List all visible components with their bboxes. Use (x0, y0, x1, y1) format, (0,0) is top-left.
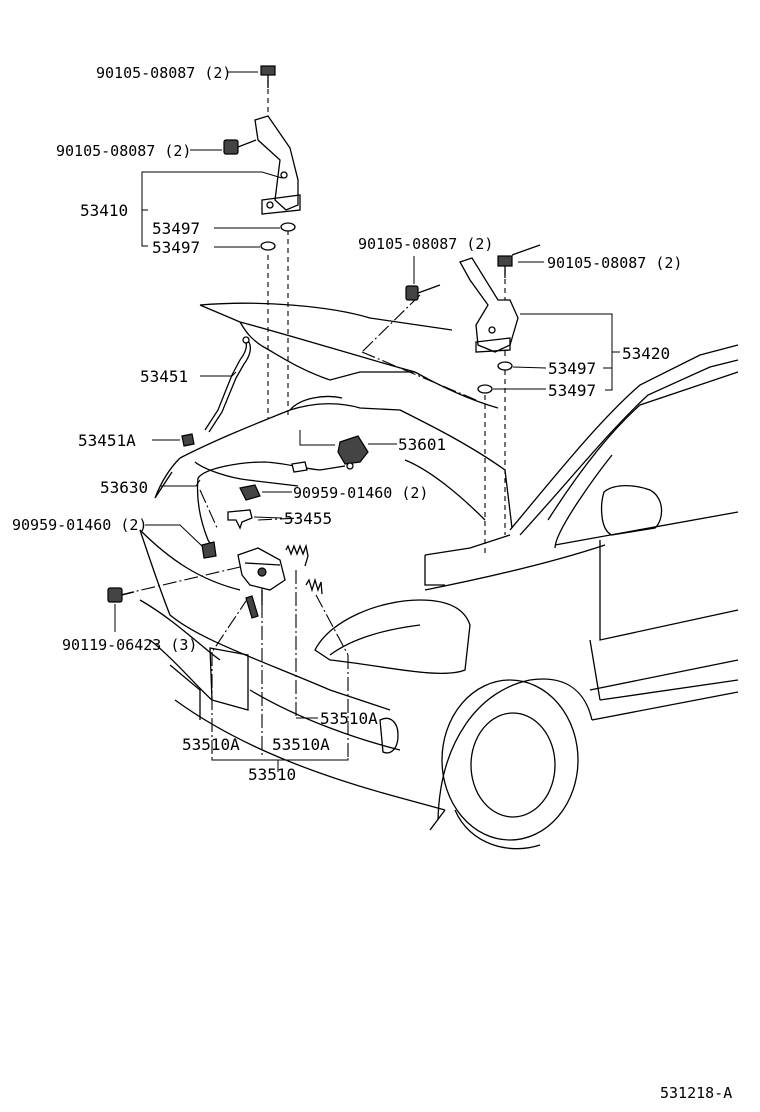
label-lock-bolt: 90119-06423 (3) (62, 636, 197, 654)
label-release-cable: 53630 (100, 478, 148, 497)
bolt-icon (260, 65, 276, 88)
bolt-icon (223, 139, 257, 155)
washer-icon (260, 241, 276, 251)
spring-icon (305, 577, 323, 595)
label-washer-r1: 53497 (548, 359, 596, 378)
label-washer-r2: 53497 (548, 381, 596, 400)
label-washer-l2: 53497 (152, 238, 200, 257)
washer-icon (280, 222, 296, 232)
label-clamp-a: 90959-01460 (2) (293, 484, 428, 502)
clip-icon (227, 509, 253, 530)
label-lock-assy: 53510 (248, 765, 296, 784)
label-clip: 53455 (284, 509, 332, 528)
pin-icon (245, 595, 259, 619)
right-hood-hinge-icon (459, 257, 519, 353)
bolt-icon (107, 587, 135, 603)
label-bolt-mid: 90105-08087 (2) (358, 235, 493, 253)
leader-lines (114, 71, 620, 772)
release-lever-icon (337, 435, 369, 470)
label-lock-sub-b: 53510A (182, 735, 240, 754)
label-rod-holder: 53451A (78, 431, 136, 450)
label-bolt-top: 90105-08087 (2) (96, 64, 231, 82)
rod-holder-icon (181, 433, 195, 447)
guide-lines (119, 80, 506, 758)
label-hinge-right: 53420 (622, 344, 670, 363)
left-hood-hinge-icon (254, 115, 301, 215)
bolt-icon (405, 284, 441, 301)
diagram-code: 531218-A (660, 1084, 732, 1102)
hood-lock-icon (237, 547, 286, 605)
car-body (139, 302, 739, 850)
cable-clamp-icon (239, 484, 261, 501)
label-lock-sub-a: 53510A (320, 709, 378, 728)
spring-icon (285, 543, 309, 567)
label-bolt-right: 90105-08087 (2) (547, 254, 682, 272)
label-washer-l1: 53497 (152, 219, 200, 238)
washer-icon (497, 361, 513, 371)
release-cable-icon (196, 461, 346, 551)
hood-support-rod-icon (204, 336, 251, 433)
label-bolt-left: 90105-08087 (2) (56, 142, 191, 160)
washer-icon (477, 384, 493, 394)
label-release-lever: 53601 (398, 435, 446, 454)
label-clamp-b: 90959-01460 (2) (12, 516, 147, 534)
label-support-rod: 53451 (140, 367, 188, 386)
label-hinge-left: 53410 (80, 201, 128, 220)
cable-clamp-icon (201, 541, 217, 559)
bolt-icon (497, 255, 513, 278)
label-lock-sub-c: 53510A (272, 735, 330, 754)
